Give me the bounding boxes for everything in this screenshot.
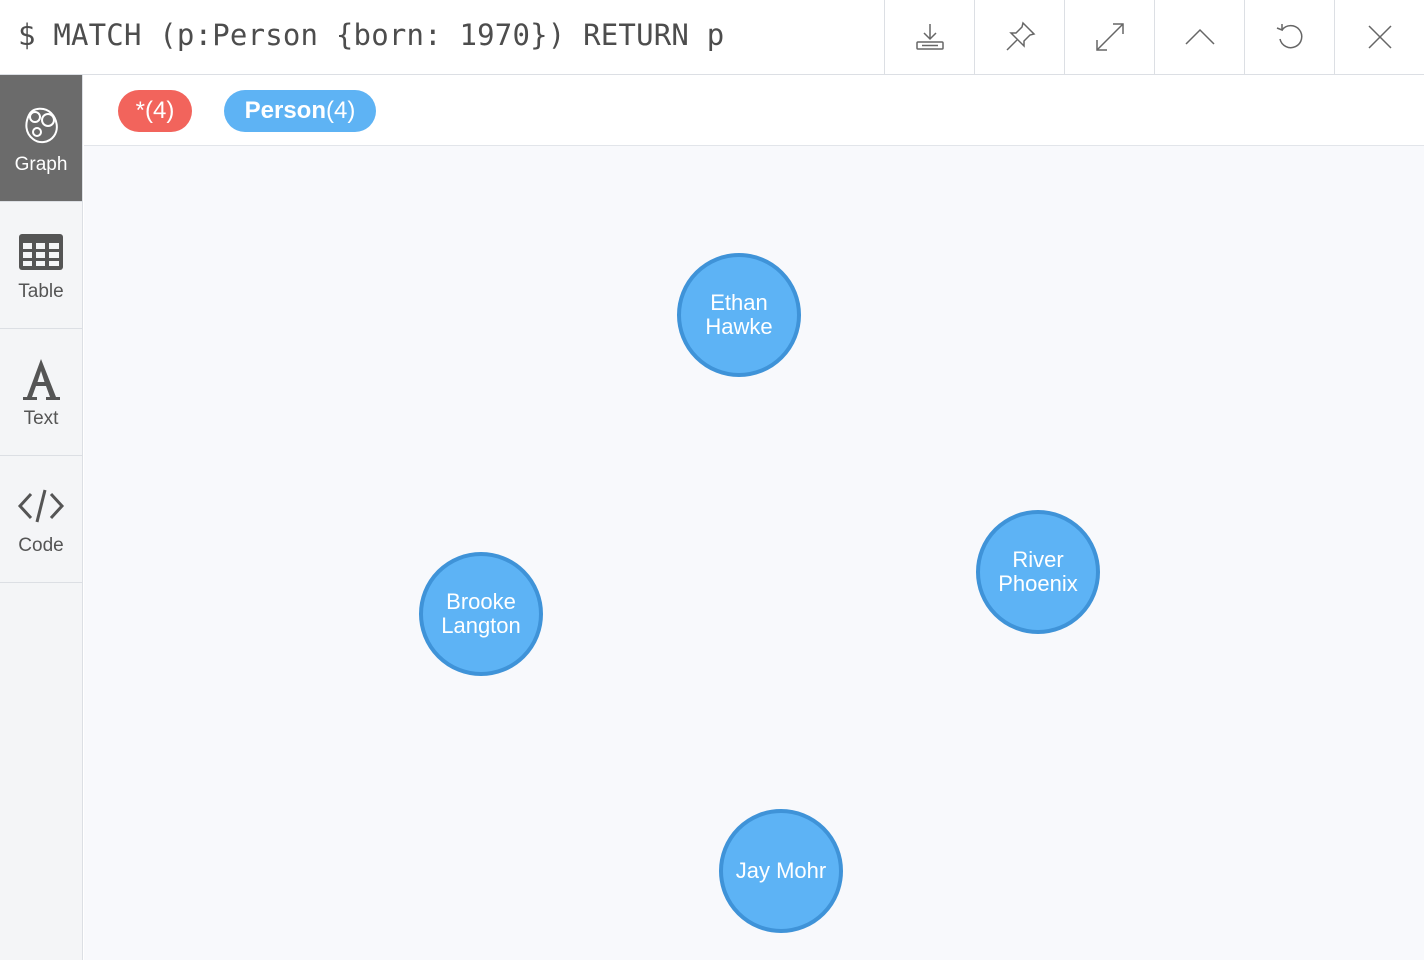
collapse-button[interactable] — [1154, 0, 1244, 74]
sidebar-item-table[interactable]: Table — [0, 202, 82, 329]
text-icon — [18, 354, 64, 404]
label-pill-all[interactable]: *(4) — [118, 90, 192, 132]
label-pill-count: (4) — [326, 97, 356, 124]
labels-bar: *(4) Person(4) — [84, 75, 1424, 146]
graph-icon — [21, 100, 61, 150]
close-icon — [1367, 25, 1392, 49]
node-caption: Phoenix — [998, 571, 1078, 596]
rerun-icon — [1276, 24, 1302, 49]
graph-node[interactable]: Brooke Langton — [419, 552, 543, 676]
view-sidebar: Graph Table Text — [0, 75, 83, 960]
code-icon — [17, 481, 65, 531]
label-pill-person[interactable]: Person(4) — [224, 90, 376, 132]
sidebar-item-graph[interactable]: Graph — [0, 75, 82, 202]
pin-button[interactable] — [974, 0, 1064, 74]
node-caption: Hawke — [705, 314, 773, 339]
node-caption: River — [1012, 547, 1064, 572]
label-pill-name: * — [135, 97, 145, 124]
sidebar-item-label: Graph — [14, 154, 68, 175]
node-caption: Ethan — [710, 290, 768, 315]
sidebar-item-label: Code — [18, 535, 64, 556]
table-icon — [19, 227, 63, 277]
expand-icon — [1095, 23, 1124, 51]
download-icon — [915, 24, 944, 50]
label-pill-name: Person — [244, 97, 327, 124]
download-button[interactable] — [884, 0, 974, 74]
fullscreen-button[interactable] — [1064, 0, 1154, 74]
label-pill-count: (4) — [145, 97, 175, 124]
collapse-up-icon — [1184, 28, 1215, 45]
close-button[interactable] — [1334, 0, 1424, 74]
query-bar: $ MATCH (p:Person {born: 1970}) RETURN p — [0, 0, 1424, 75]
sidebar-item-code[interactable]: Code — [0, 456, 82, 583]
sidebar-item-text[interactable]: Text — [0, 329, 82, 456]
sidebar-item-label: Table — [18, 281, 64, 302]
query-text[interactable]: $ MATCH (p:Person {born: 1970}) RETURN p — [18, 18, 725, 52]
graph-node[interactable]: Ethan Hawke — [677, 253, 801, 377]
pin-icon — [1005, 21, 1035, 51]
rerun-button[interactable] — [1244, 0, 1334, 74]
sidebar-item-label: Text — [23, 408, 59, 429]
frame-toolbar — [884, 0, 1424, 74]
node-caption: Brooke — [446, 589, 516, 614]
node-caption: Jay Mohr — [735, 858, 827, 883]
graph-canvas[interactable]: Ethan Hawke River Phoenix Brooke Langton… — [84, 146, 1424, 960]
graph-node[interactable]: River Phoenix — [976, 510, 1100, 634]
node-caption: Langton — [441, 613, 521, 638]
graph-node[interactable]: Jay Mohr — [719, 809, 843, 933]
